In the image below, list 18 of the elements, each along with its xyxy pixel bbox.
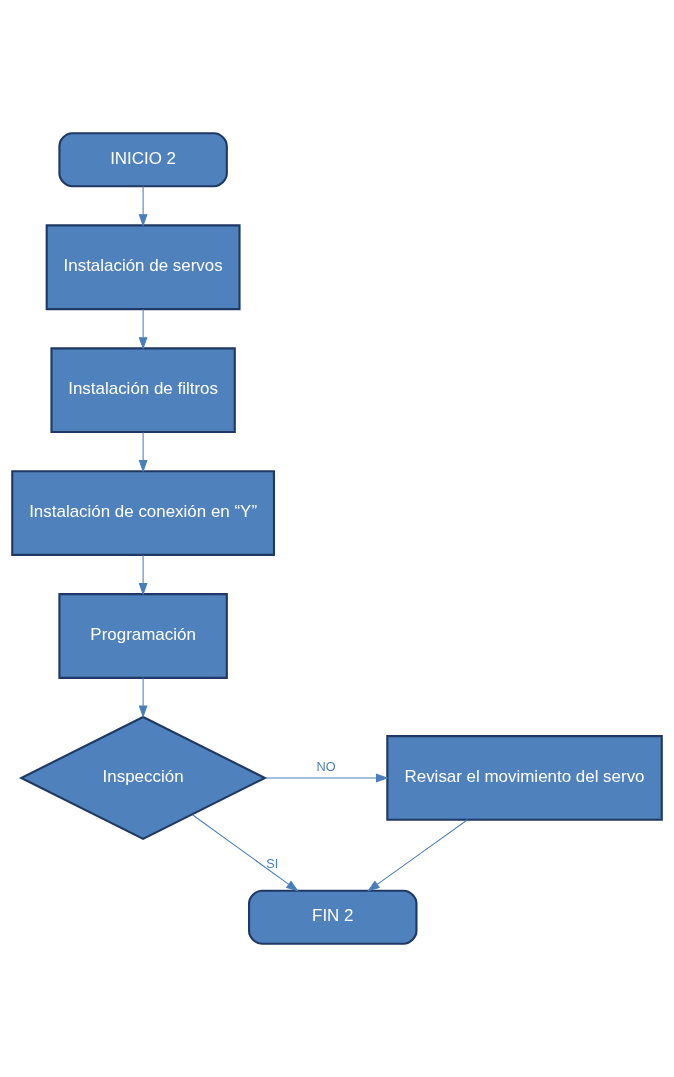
node-diamond: Inspección [18, 715, 268, 841]
node-box: Instalación de filtros [50, 347, 236, 434]
node-box: Instalación de servos [45, 224, 241, 311]
node-box: Revisar el movimiento del servo [386, 735, 663, 821]
arrow [367, 819, 469, 892]
arrow [138, 677, 148, 719]
edge-label: SI [266, 856, 279, 872]
edge-label: NO [316, 759, 336, 775]
node-box: INICIO 2 [58, 132, 228, 188]
arrow [138, 185, 148, 227]
arrow [138, 554, 148, 596]
node-box: FIN 2 [248, 889, 418, 945]
node-box: Programación [58, 593, 228, 679]
arrow [264, 773, 389, 783]
node-box: Instalación de conexión en “Y” [11, 470, 275, 556]
arrow [138, 308, 148, 350]
arrow [138, 431, 148, 473]
arrow [191, 814, 299, 892]
